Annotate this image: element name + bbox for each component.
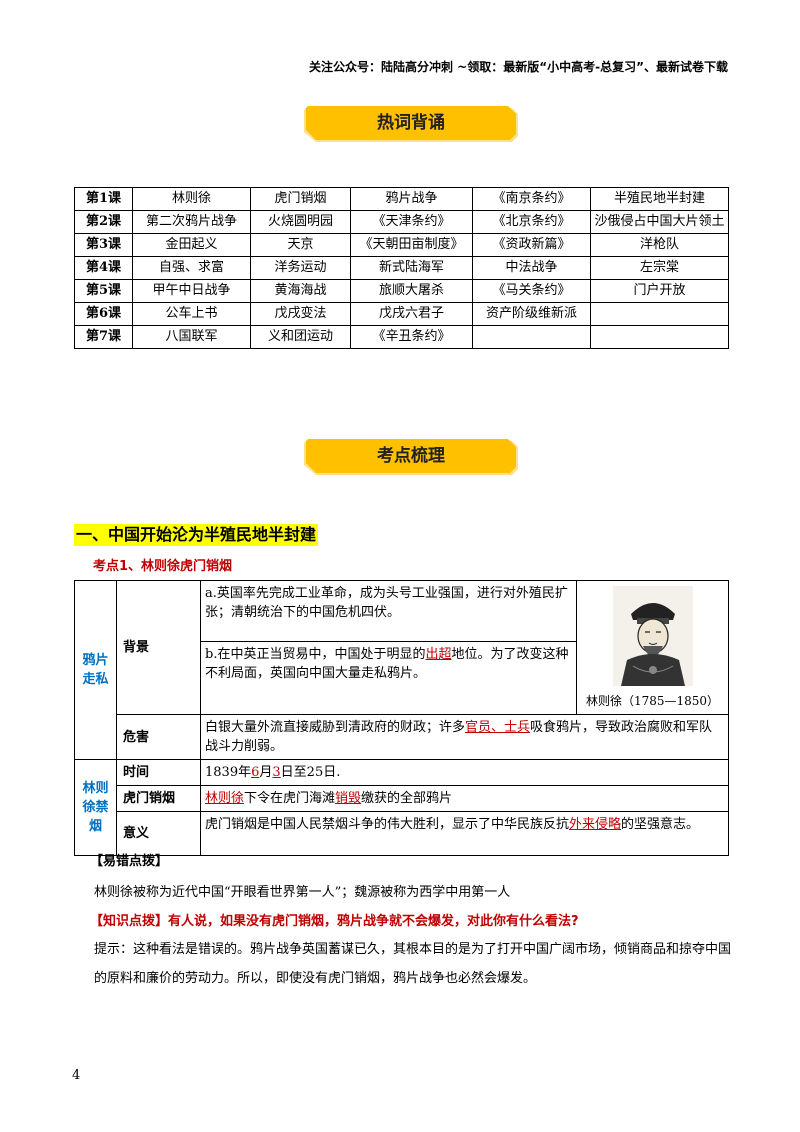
lesson-label: 第1课 xyxy=(74,187,133,211)
vocab-cell: 自强、求富 xyxy=(132,256,251,280)
vocab-cell: 第二次鸦片战争 xyxy=(132,210,251,234)
knowledge-title: 【知识点拨】有人说，如果没有虎门销烟，鸦片战争就不会爆发，对此你有什么看法? xyxy=(90,914,579,929)
vocab-cell: 《南京条约》 xyxy=(472,187,591,211)
vocab-cell: 中法战争 xyxy=(472,256,591,280)
background-a: a.英国率先完成工业革命，成为头号工业强国，进行对外殖民扩张；清朝统治下的中国危… xyxy=(200,580,577,642)
background-label: 背景 xyxy=(116,580,201,715)
vocab-cell: 新式陆海军 xyxy=(350,256,473,280)
point-title: 考点1、林则徐虎门销烟 xyxy=(93,559,233,574)
vocab-cell: 《天津条约》 xyxy=(350,210,473,234)
vocab-row: 第2课第二次鸦片战争火烧圆明园《天津条约》《北京条约》沙俄侵占中国大片领土 xyxy=(74,210,729,234)
opium-smuggling-label: 鸦片走私 xyxy=(74,580,117,760)
vocab-row: 第1课林则徐虎门销烟鸦片战争《南京条约》半殖民地半封建 xyxy=(74,187,729,211)
highlight-invasion: 外来侵略 xyxy=(569,817,622,832)
banner-shape xyxy=(304,106,518,142)
vocab-cell xyxy=(590,325,729,349)
vocab-cell: 《辛丑条约》 xyxy=(350,325,473,349)
vocab-cell: 戊戌六君子 xyxy=(350,302,473,326)
vocab-row: 第5课甲午中日战争黄海海战旅顺大屠杀《马关条约》门户开放 xyxy=(74,279,729,303)
vocab-cell: 《马关条约》 xyxy=(472,279,591,303)
hint-text: 提示：这种看法是错误的。鸦片战争英国蓄谋已久，其根本目的是为了打开中国广阔市场，… xyxy=(94,942,732,986)
vocab-cell: 公车上书 xyxy=(132,302,251,326)
lesson-label: 第5课 xyxy=(74,279,133,303)
harm-label: 危害 xyxy=(116,714,201,760)
banner-shape xyxy=(304,439,518,475)
harm-text: 白银大量外流直接威胁到清政府的财政；许多官员、士兵吸食鸦片，导致政治腐败和军队战… xyxy=(200,714,729,760)
vocab-cell: 沙俄侵占中国大片领土 xyxy=(590,210,729,234)
vocab-cell: 资产阶级维新派 xyxy=(472,302,591,326)
vocab-cell: 《天朝田亩制度》 xyxy=(350,233,473,257)
vocab-cell: 戊戌变法 xyxy=(250,302,351,326)
banner-title: 考点梳理 xyxy=(377,446,445,466)
vocab-row: 第4课自强、求富洋务运动新式陆海军中法战争左宗棠 xyxy=(74,256,729,280)
vocab-cell: 《资政新篇》 xyxy=(472,233,591,257)
lesson-label: 第3课 xyxy=(74,233,133,257)
highlight-chuchao: 出超 xyxy=(425,646,452,662)
lesson-label: 第2课 xyxy=(74,210,133,234)
highlight-officials: 官员、士兵 xyxy=(465,720,531,735)
event-text: 林则徐下令在虎门海滩销毁缴获的全部鸦片 xyxy=(200,785,729,812)
lesson-label: 第6课 xyxy=(74,302,133,326)
vocab-cell: 金田起义 xyxy=(132,233,251,257)
vocab-cell: 旅顺大屠杀 xyxy=(350,279,473,303)
vocab-cell: 半殖民地半封建 xyxy=(590,187,729,211)
vocab-cell: 天京 xyxy=(250,233,351,257)
lin-zexu-portrait xyxy=(612,586,693,686)
meaning-label: 意义 xyxy=(116,811,201,856)
lesson-label: 第7课 xyxy=(74,325,133,349)
detail-table: 鸦片走私 背景 a.英国率先完成工业革命，成为头号工业强国，进行对外殖民扩张；清… xyxy=(74,580,729,856)
vocab-row: 第3课金田起义天京《天朝田亩制度》《资政新篇》洋枪队 xyxy=(74,233,729,257)
tips-text: 林则徐被称为近代中国“开眼看世界第一人”；魏源被称为西学中用第一人 xyxy=(94,885,511,900)
vocab-cell: 黄海海战 xyxy=(250,279,351,303)
vocab-cell: 洋枪队 xyxy=(590,233,729,257)
vocab-row: 第7课八国联军义和团运动《辛丑条约》 xyxy=(74,325,729,349)
banner-title: 热词背诵 xyxy=(377,113,445,133)
vocab-cell: 甲午中日战争 xyxy=(132,279,251,303)
vocab-cell: 洋务运动 xyxy=(250,256,351,280)
vocab-cell xyxy=(472,325,591,349)
page-number: 4 xyxy=(72,1068,81,1083)
portrait-caption: 林则徐（1785—1850） xyxy=(585,694,720,708)
vocab-cell: 虎门销烟 xyxy=(250,187,351,211)
key-points-banner: 考点梳理 xyxy=(300,437,522,479)
vocab-cell xyxy=(590,302,729,326)
opium-ban-label: 林则徐禁烟 xyxy=(74,759,117,856)
vocab-cell: 门户开放 xyxy=(590,279,729,303)
vocab-cell: 八国联军 xyxy=(132,325,251,349)
time-text: 1839年6月3日至25日. xyxy=(200,759,729,786)
time-label: 时间 xyxy=(116,759,201,786)
vocab-cell: 火烧圆明园 xyxy=(250,210,351,234)
portrait-cell: 林则徐（1785—1850） xyxy=(576,580,729,715)
vocab-row: 第6课公车上书戊戌变法戊戌六君子资产阶级维新派 xyxy=(74,302,729,326)
vocab-table: 第1课林则徐虎门销烟鸦片战争《南京条约》半殖民地半封建第2课第二次鸦片战争火烧圆… xyxy=(74,187,729,349)
hot-words-banner: 热词背诵 xyxy=(300,104,522,146)
background-b: b.在中英正当贸易中，中国处于明显的出超地位。为了改变这种不利局面，英国向中国大… xyxy=(200,640,577,716)
lesson-label: 第4课 xyxy=(74,256,133,280)
tips-title: 【易错点拨】 xyxy=(90,854,169,869)
vocab-cell: 林则徐 xyxy=(132,187,251,211)
vocab-cell: 左宗棠 xyxy=(590,256,729,280)
vocab-cell: 鸦片战争 xyxy=(350,187,473,211)
vocab-cell: 义和团运动 xyxy=(250,325,351,349)
meaning-text: 虎门销烟是中国人民禁烟斗争的伟大胜利，显示了中华民族反抗外来侵略的坚强意志。 xyxy=(200,811,729,856)
vocab-cell: 《北京条约》 xyxy=(472,210,591,234)
section-title: 一、中国开始沦为半殖民地半封建 xyxy=(74,524,319,546)
header-note: 关注公众号：陆陆高分冲刺 ~领取：最新版“小中高考-总复习”、最新试卷下载 xyxy=(309,60,728,74)
event-label: 虎门销烟 xyxy=(116,785,201,812)
